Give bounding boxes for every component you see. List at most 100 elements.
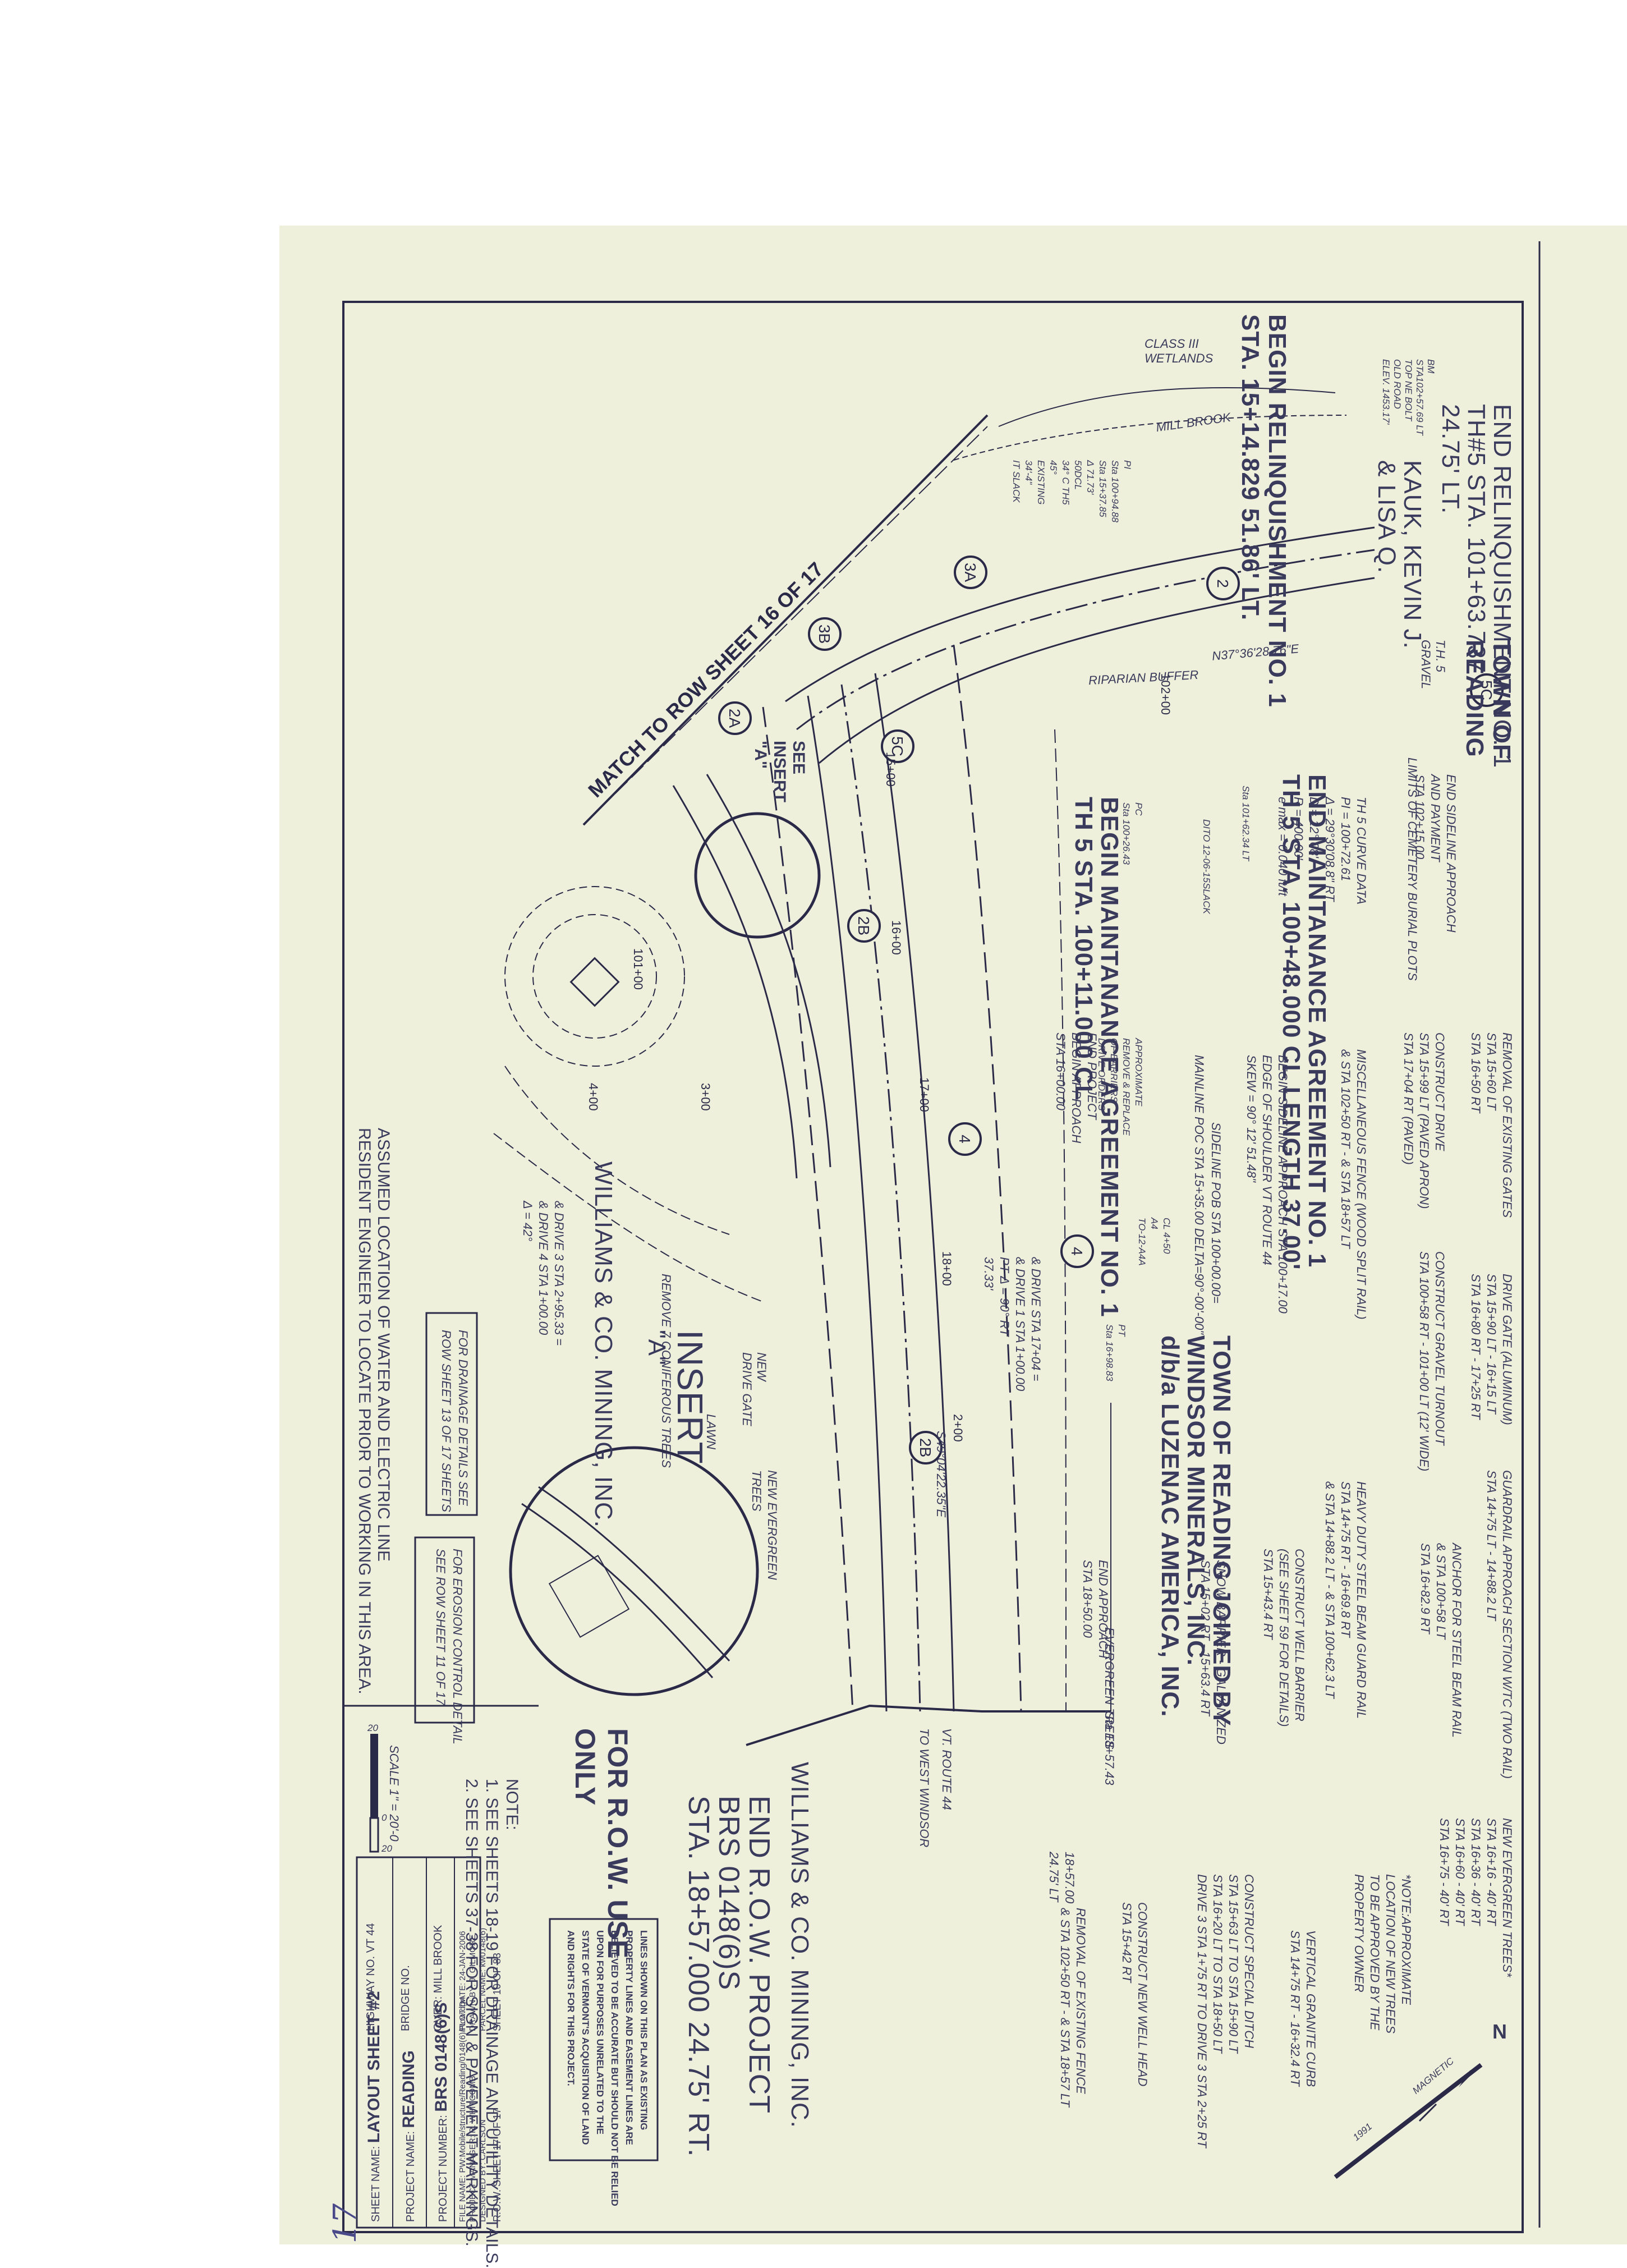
brook-line [953,415,1347,461]
callout-circle [1470,673,1504,707]
insert-a-title: INSERT"A" [643,1330,710,1464]
station-label: 15+00 [884,752,898,787]
callout-label: 2 [1214,579,1231,588]
lawn-label: LAWN [704,1414,718,1450]
tb-bridge-no: BRIDGE NO. [399,1965,412,2031]
pump-house [569,957,620,1007]
callout-label: 2B [855,916,872,935]
callout-label: 2A [726,709,743,728]
guardrail-note: GUARDRAIL APPROACH SECTION W/TC (TWO RAI… [1484,1470,1514,1779]
tb-project-manager: PROJECT MANAGER: R. WHITCOMB [468,2076,477,2222]
callout-circle [1060,1234,1094,1268]
callout-label: 4 [956,1135,973,1144]
end-project-line [746,1704,1111,1746]
callout-circle [909,1431,943,1464]
to-west-windsor-label: TO WEST WINDSOR [917,1728,931,1848]
vt44-extra [1054,729,1067,1712]
drive3-note: & DRIVE 3 STA 2+95.33 =& DRIVE 4 STA 1+0… [521,1201,566,1346]
vt44-row-right [953,645,1022,1712]
vt-route-label: VT. ROUTE 44 [940,1728,954,1810]
disclaimer-box [549,1918,659,2161]
tb-sheet-of: SHEET 10 OF 83 [491,1953,503,2031]
scale-label: SCALE 1" = 20'-0 [387,1745,401,1842]
row-line-top [583,426,988,825]
station-label: 102+00 [1159,673,1173,715]
th5-centerline [796,549,1375,731]
drive-4 [493,1133,764,1302]
scale-tick-20a: 20 [367,1723,378,1733]
scale-tick-0: 0 [382,1812,387,1823]
vt44-left-edge [807,695,888,1712]
anchor-note: ANCHOR FOR STEEL BEAM RAIL& STA 100+58 L… [1418,1543,1464,1738]
drive-curve [672,785,798,1179]
match-line [582,414,989,826]
callout-circle [948,1122,982,1156]
vt44-centerline [840,684,921,1712]
pump-house-contour [504,886,685,1067]
tb-over: OVER: MILL BROOK [432,1925,444,2031]
insert-a-detail [509,1446,759,1696]
remove-conifers-label: REMOVE 7 CONIFEROUS TREES [659,1274,673,1468]
station-label: 4+00 [586,1083,600,1111]
vt44-row-left [762,706,854,1712]
station-label: 18+00 [940,1251,954,1286]
vt44-right-edge [874,673,955,1712]
dito-label: DITO 12-06-15SLACK [1201,819,1212,914]
mainline-poc-note: MAINLINE POC STA 15+35.00 DELTA=90°-00'-… [1192,1055,1206,1335]
sta-18-57-43-label: Sta 18+57.43 [1102,1711,1116,1785]
handwritten-page-number: 17 [327,2203,364,2244]
tb-designed-by: DESIGNED BY: CARLSON [478,2119,488,2222]
williams-owner-label-1: WILLIAMS & CO. MINING, INC. [590,1161,617,1528]
drive1-note: & DRIVE STA 17+04 =& DRIVE 1 STA 1+00.00… [982,1257,1043,1392]
tb-drawn-by: DRAWN BY: J. GILMORE [468,1934,477,2031]
misc-fence-note: MISCELLANEOUS FENCE (WOOD SPLIT RAIL)& S… [1339,1049,1368,1320]
williams-owner-label-2: WILLIAMS & CO. MINING, INC. [786,1762,814,2128]
title-block-box [356,1856,481,2229]
scale-bar [370,1734,378,1818]
callout-label: 2B [917,1438,934,1457]
drive-3 [504,1066,730,1235]
callout-label: 3A [962,563,979,582]
outer-border [342,301,1524,2233]
kauk-owner-label: KAUK, KEVIN J.& LISA Q. [1373,460,1426,649]
station-label: 16+00 [889,920,903,955]
callout-circle [718,701,752,735]
removal-fence-note: REMOVAL OF EXISTING FENCE& STA 102+50 RT… [1058,1908,1088,2108]
drive-gate-note: DRIVE GATE (ALUMINUM)STA 15+90 LT - 16+1… [1469,1274,1514,1425]
north-label: N [1492,2020,1507,2043]
th5-edge-2 [819,577,1375,764]
callout-circle [954,555,987,589]
callout-circle [808,617,842,651]
station-label: 2+00 [951,1414,965,1442]
callout-circle [1206,567,1240,600]
bearing-label: S49°04'22.35"E [934,1431,948,1518]
for-row-use-only: FOR R.O.W. USE ONLY [569,1728,633,1959]
tb-highway-no: HIGHWAY NO. VT 44 [365,1923,377,2031]
wetland-line [998,387,1336,427]
water-line-note: ASSUMED LOCATION OF WATER AND ELECTRIC L… [355,1128,393,1695]
tb-plot-date: PLOT DATE: 24-JAN-2006 [458,1931,467,2031]
cemetery-note: LIMITS OF CEMETERY BURIAL PLOTS [1405,757,1419,981]
tb-project-name: PROJECT NAME: READING [399,2050,418,2222]
tb-row-sheet: R.O.W. SHEET 17 OF 17 [491,2108,503,2222]
